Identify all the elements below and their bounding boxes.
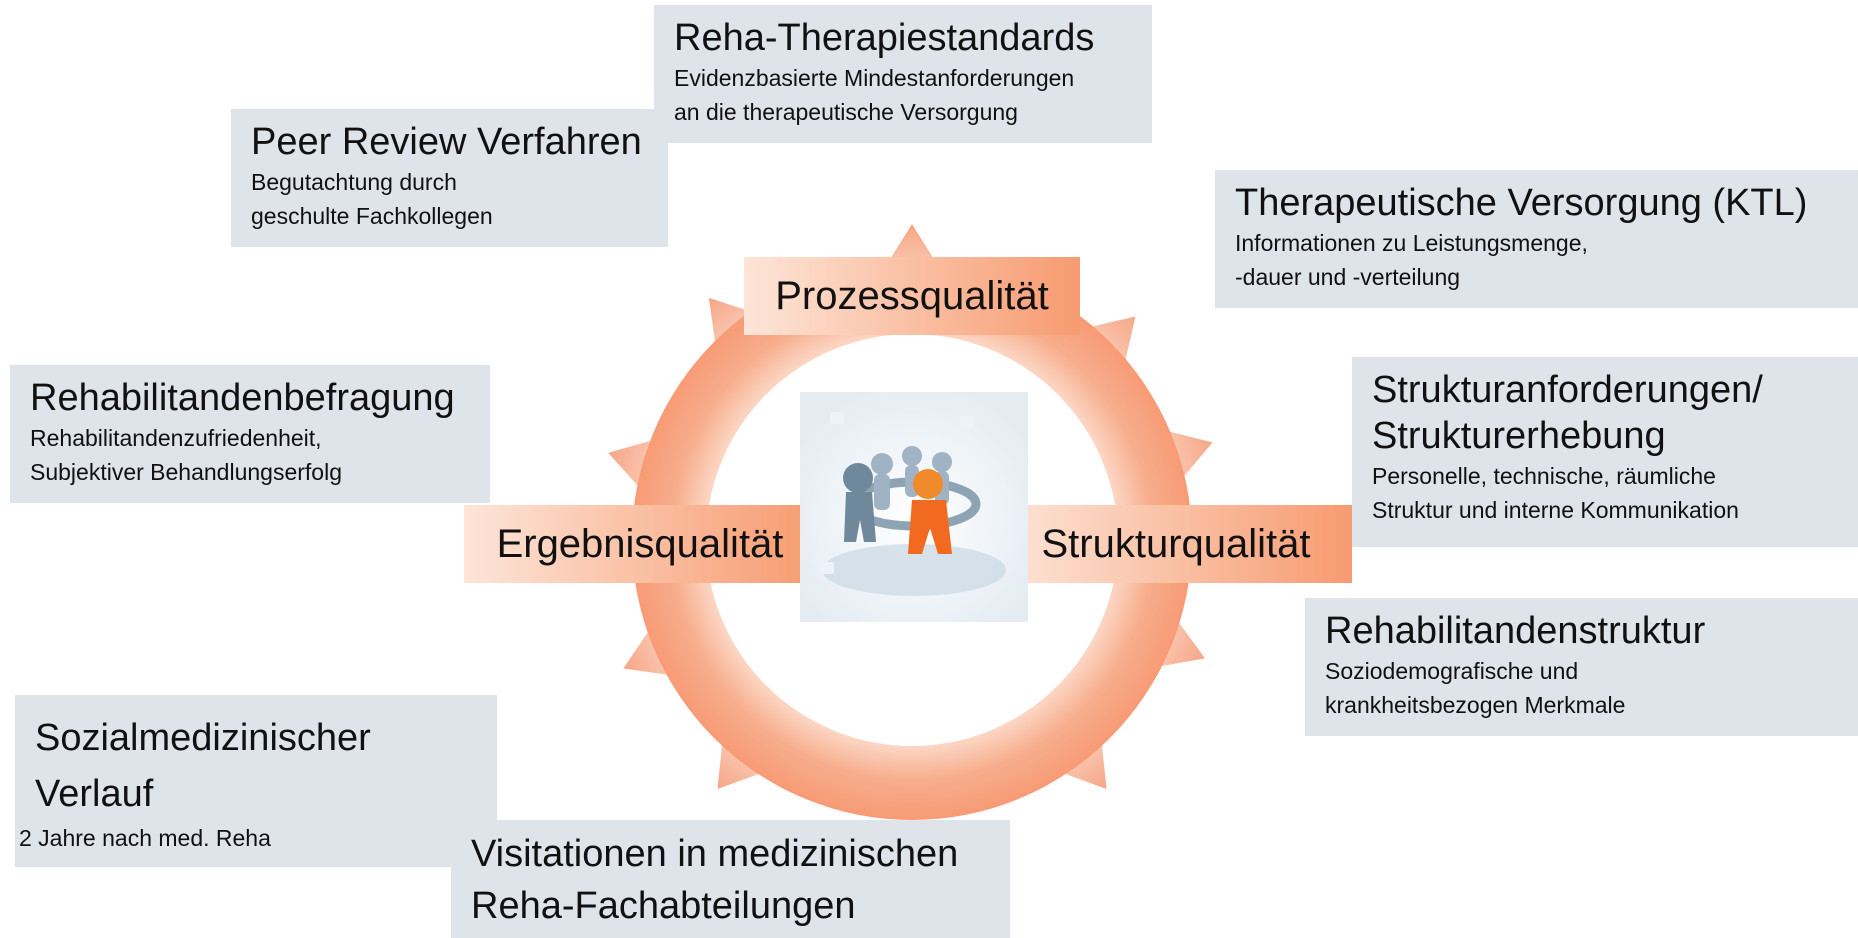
rehab-structure-box: Rehabilitandenstruktur Soziodemografisch… [1305,598,1858,736]
social-medical-box: Sozialmedizinischer Verlauf 2 Jahre nach… [15,695,497,867]
rehab-structure-desc-2: krankheitsbezogen Merkmale [1325,692,1626,718]
structure-requirements-title-2: Strukturerhebung [1372,415,1666,457]
structure-quality-bg [1000,505,1352,583]
rehab-survey-title: Rehabilitandenbefragung [30,377,455,419]
social-medical-desc-1: 2 Jahre nach med. Reha [19,825,271,851]
therapeutic-care-desc-2: -dauer und -verteilung [1235,264,1461,290]
visitations-title-1: Visitationen in medizinischen [471,833,959,875]
therapeutic-care-box: Therapeutische Versorgung (KTL) Informat… [1215,170,1858,308]
therapy-standards-desc-2: an die therapeutische Versorgung [674,99,1018,125]
structure-quality-label: Strukturqualität [1041,522,1311,566]
therapy-standards-title: Reha-Therapiestandards [674,17,1095,59]
peer-review-title: Peer Review Verfahren [251,121,642,163]
outcome-quality-label: Ergebnisqualität [496,522,784,566]
therapeutic-care-desc-1: Informationen zu Leistungsmenge, [1235,230,1588,256]
process-quality-bg [744,257,1080,335]
structure-requirements-desc-2: Struktur und interne Kommunikation [1372,497,1739,523]
people-circle-icon [800,392,1028,622]
rehab-survey-desc-1: Rehabilitandenzufriedenheit, [30,425,322,451]
visitations-box: Visitationen in medizinischen Reha-Facha… [451,820,1010,938]
social-medical-title-1: Sozialmedizinischer [35,717,371,759]
structure-requirements-box: Strukturanforderungen/ Strukturerhebung … [1352,357,1858,547]
therapeutic-care-title: Therapeutische Versorgung (KTL) [1235,182,1808,224]
peer-review-box: Peer Review Verfahren Begutachtung durch… [231,109,668,247]
social-medical-title-2: Verlauf [35,773,154,815]
structure-requirements-desc-1: Personelle, technische, räumliche [1372,463,1716,489]
outcome-quality-bg [464,505,816,583]
therapy-standards-box: Reha-Therapiestandards Evidenzbasierte M… [654,5,1152,143]
rehab-survey-desc-2: Subjektiver Behandlungserfolg [30,459,342,485]
rehab-survey-box: Rehabilitandenbefragung Rehabilitandenzu… [10,365,490,503]
rehab-structure-desc-1: Soziodemografische und [1325,658,1579,684]
rehab-structure-title: Rehabilitandenstruktur [1325,610,1706,652]
structure-requirements-title-1: Strukturanforderungen/ [1372,369,1763,411]
visitations-title-2: Reha-Fachabteilungen [471,885,856,927]
peer-review-desc-1: Begutachtung durch [251,169,457,195]
peer-review-desc-2: geschulte Fachkollegen [251,203,493,229]
process-quality-label: Prozessqualität [775,274,1049,318]
therapy-standards-desc-1: Evidenzbasierte Mindestanforderungen [674,65,1075,91]
